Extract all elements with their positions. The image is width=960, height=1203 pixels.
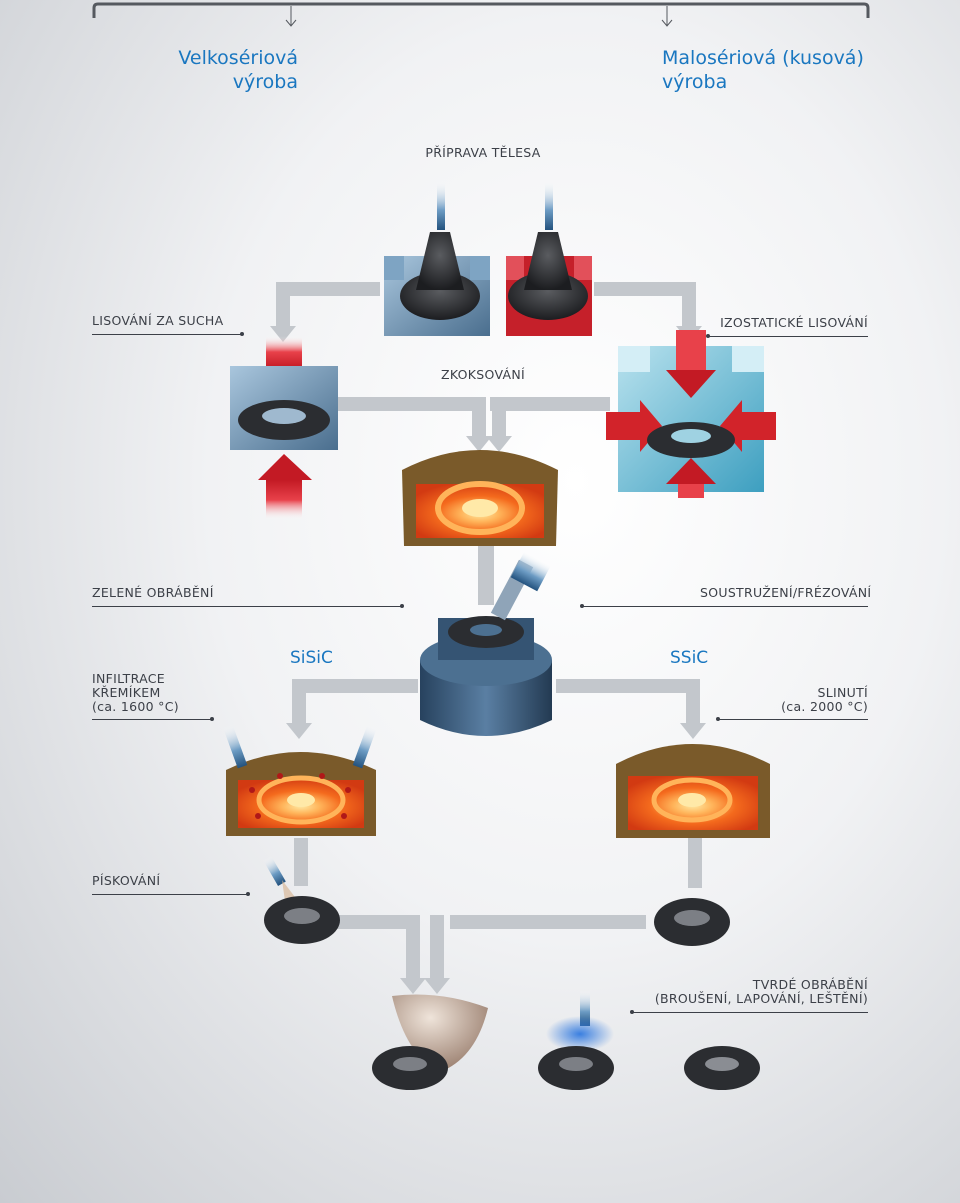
leader-turn-mill bbox=[580, 604, 868, 608]
iso-press-filling bbox=[506, 180, 592, 336]
leader-dry-press bbox=[92, 332, 244, 336]
flow-pipes bbox=[276, 282, 702, 979]
leader-hard-machining bbox=[630, 1010, 868, 1014]
label-turn-mill: SOUSTRUŽENÍ/FRÉZOVÁNÍ bbox=[700, 585, 872, 600]
label-hard-machining-line1: TVRDÉ OBRÁBĚNÍ bbox=[752, 977, 868, 992]
label-hard-machining-line2: (BROUŠENÍ, LAPOVÁNÍ, LEŠTĚNÍ) bbox=[654, 991, 868, 1006]
leader-sandblast bbox=[92, 892, 250, 896]
label-infiltration-line3: (ca. 1600 °C) bbox=[92, 699, 179, 714]
label-infiltration: INFILTRACE KŘEMÍKEM (ca. 1600 °C) bbox=[92, 672, 179, 714]
sisic-furnace bbox=[222, 723, 378, 836]
small-series-title-line1: Malosériová (kusová) bbox=[662, 47, 864, 69]
polishing-stage bbox=[684, 1046, 760, 1090]
dry-press-filling bbox=[384, 180, 490, 336]
material-sisic: SiSiC bbox=[290, 648, 333, 668]
label-infiltration-line1: INFILTRACE bbox=[92, 671, 165, 686]
top-bracket bbox=[92, 2, 870, 18]
leader-sinter bbox=[716, 717, 868, 721]
leader-green-machining bbox=[92, 604, 404, 608]
ssic-part bbox=[654, 898, 730, 946]
small-series-title: Malosériová (kusová) výroba bbox=[662, 46, 892, 94]
bracket-arrows bbox=[285, 6, 673, 27]
label-sinter-line2: (ca. 2000 °C) bbox=[781, 699, 868, 714]
grinding-stage bbox=[372, 994, 488, 1090]
label-body-prep: PŘÍPRAVA TĚLESA bbox=[425, 145, 541, 160]
label-iso-press: IZOSTATICKÉ LISOVÁNÍ bbox=[720, 315, 868, 330]
material-ssic: SSiC bbox=[670, 648, 709, 668]
label-infiltration-line2: KŘEMÍKEM bbox=[92, 685, 161, 700]
iso-press-mould bbox=[606, 330, 776, 498]
large-series-title-line1: Velkosériová bbox=[178, 47, 298, 69]
leader-infiltration bbox=[92, 717, 214, 721]
ssic-furnace bbox=[616, 744, 770, 838]
lapping-stage bbox=[538, 990, 614, 1090]
label-sinter: SLINUTÍ (ca. 2000 °C) bbox=[740, 686, 868, 714]
machining-center bbox=[420, 550, 552, 736]
label-dry-press: LISOVÁNÍ ZA SUCHA bbox=[92, 313, 224, 328]
label-green-machining: ZELENÉ OBRÁBĚNÍ bbox=[92, 585, 214, 600]
dry-press-mould bbox=[230, 336, 338, 520]
label-sinter-line1: SLINUTÍ bbox=[817, 685, 868, 700]
coking-furnace bbox=[402, 450, 558, 546]
large-series-title-line2: výroba bbox=[232, 71, 298, 93]
label-hard-machining: TVRDÉ OBRÁBĚNÍ (BROUŠENÍ, LAPOVÁNÍ, LEŠT… bbox=[620, 978, 868, 1006]
label-sandblast: PÍSKOVÁNÍ bbox=[92, 873, 161, 888]
small-series-title-line2: výroba bbox=[662, 71, 728, 93]
large-series-title: Velkosériová výroba bbox=[150, 46, 298, 94]
label-coking: ZKOKSOVÁNÍ bbox=[440, 367, 525, 382]
sandblast-part bbox=[263, 855, 340, 944]
leader-iso-press bbox=[706, 334, 868, 338]
